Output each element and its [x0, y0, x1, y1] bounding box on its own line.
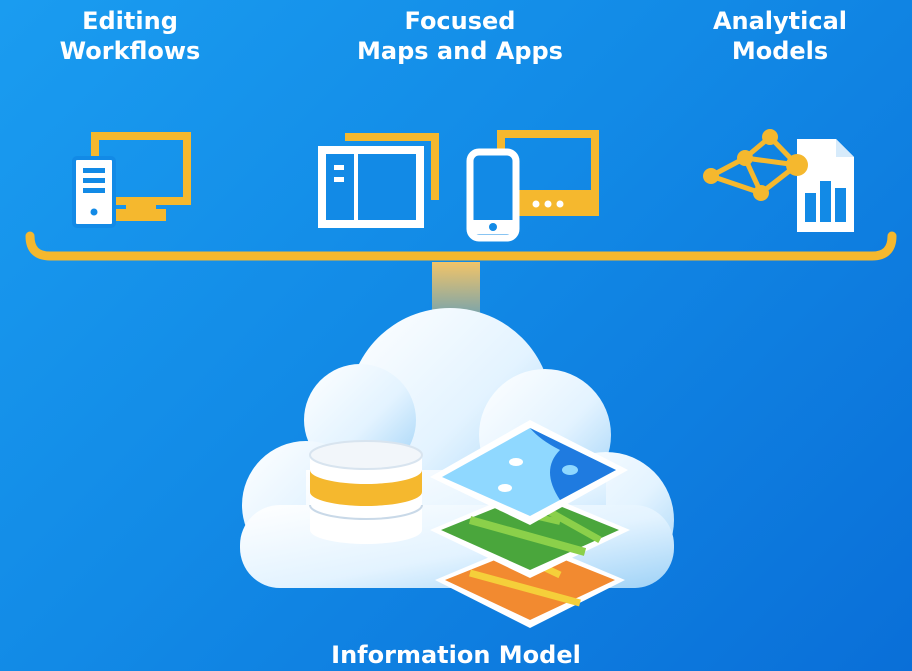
cloud-icon	[240, 308, 674, 588]
analytical-model-report-icon	[703, 129, 854, 232]
database-icon	[309, 440, 423, 544]
label-line: Focused	[404, 7, 516, 35]
desktop-workstation-icon	[72, 132, 191, 228]
map-layers-icon	[430, 420, 630, 628]
label-line: Analytical	[712, 7, 848, 35]
column-label-editing-workflows: Editing Workflows	[40, 6, 220, 66]
label-line: Models	[731, 37, 829, 65]
web-and-mobile-apps-icon	[318, 130, 599, 242]
column-label-focused-maps-apps: Focused Maps and Apps	[330, 6, 590, 66]
column-label-analytical-models: Analytical Models	[690, 6, 870, 66]
bracket-bar	[25, 231, 897, 261]
label-line: Workflows	[59, 37, 201, 65]
label-line: Editing	[82, 7, 178, 35]
label-line: Maps and Apps	[357, 37, 563, 65]
information-model-label: Information Model	[331, 641, 581, 669]
